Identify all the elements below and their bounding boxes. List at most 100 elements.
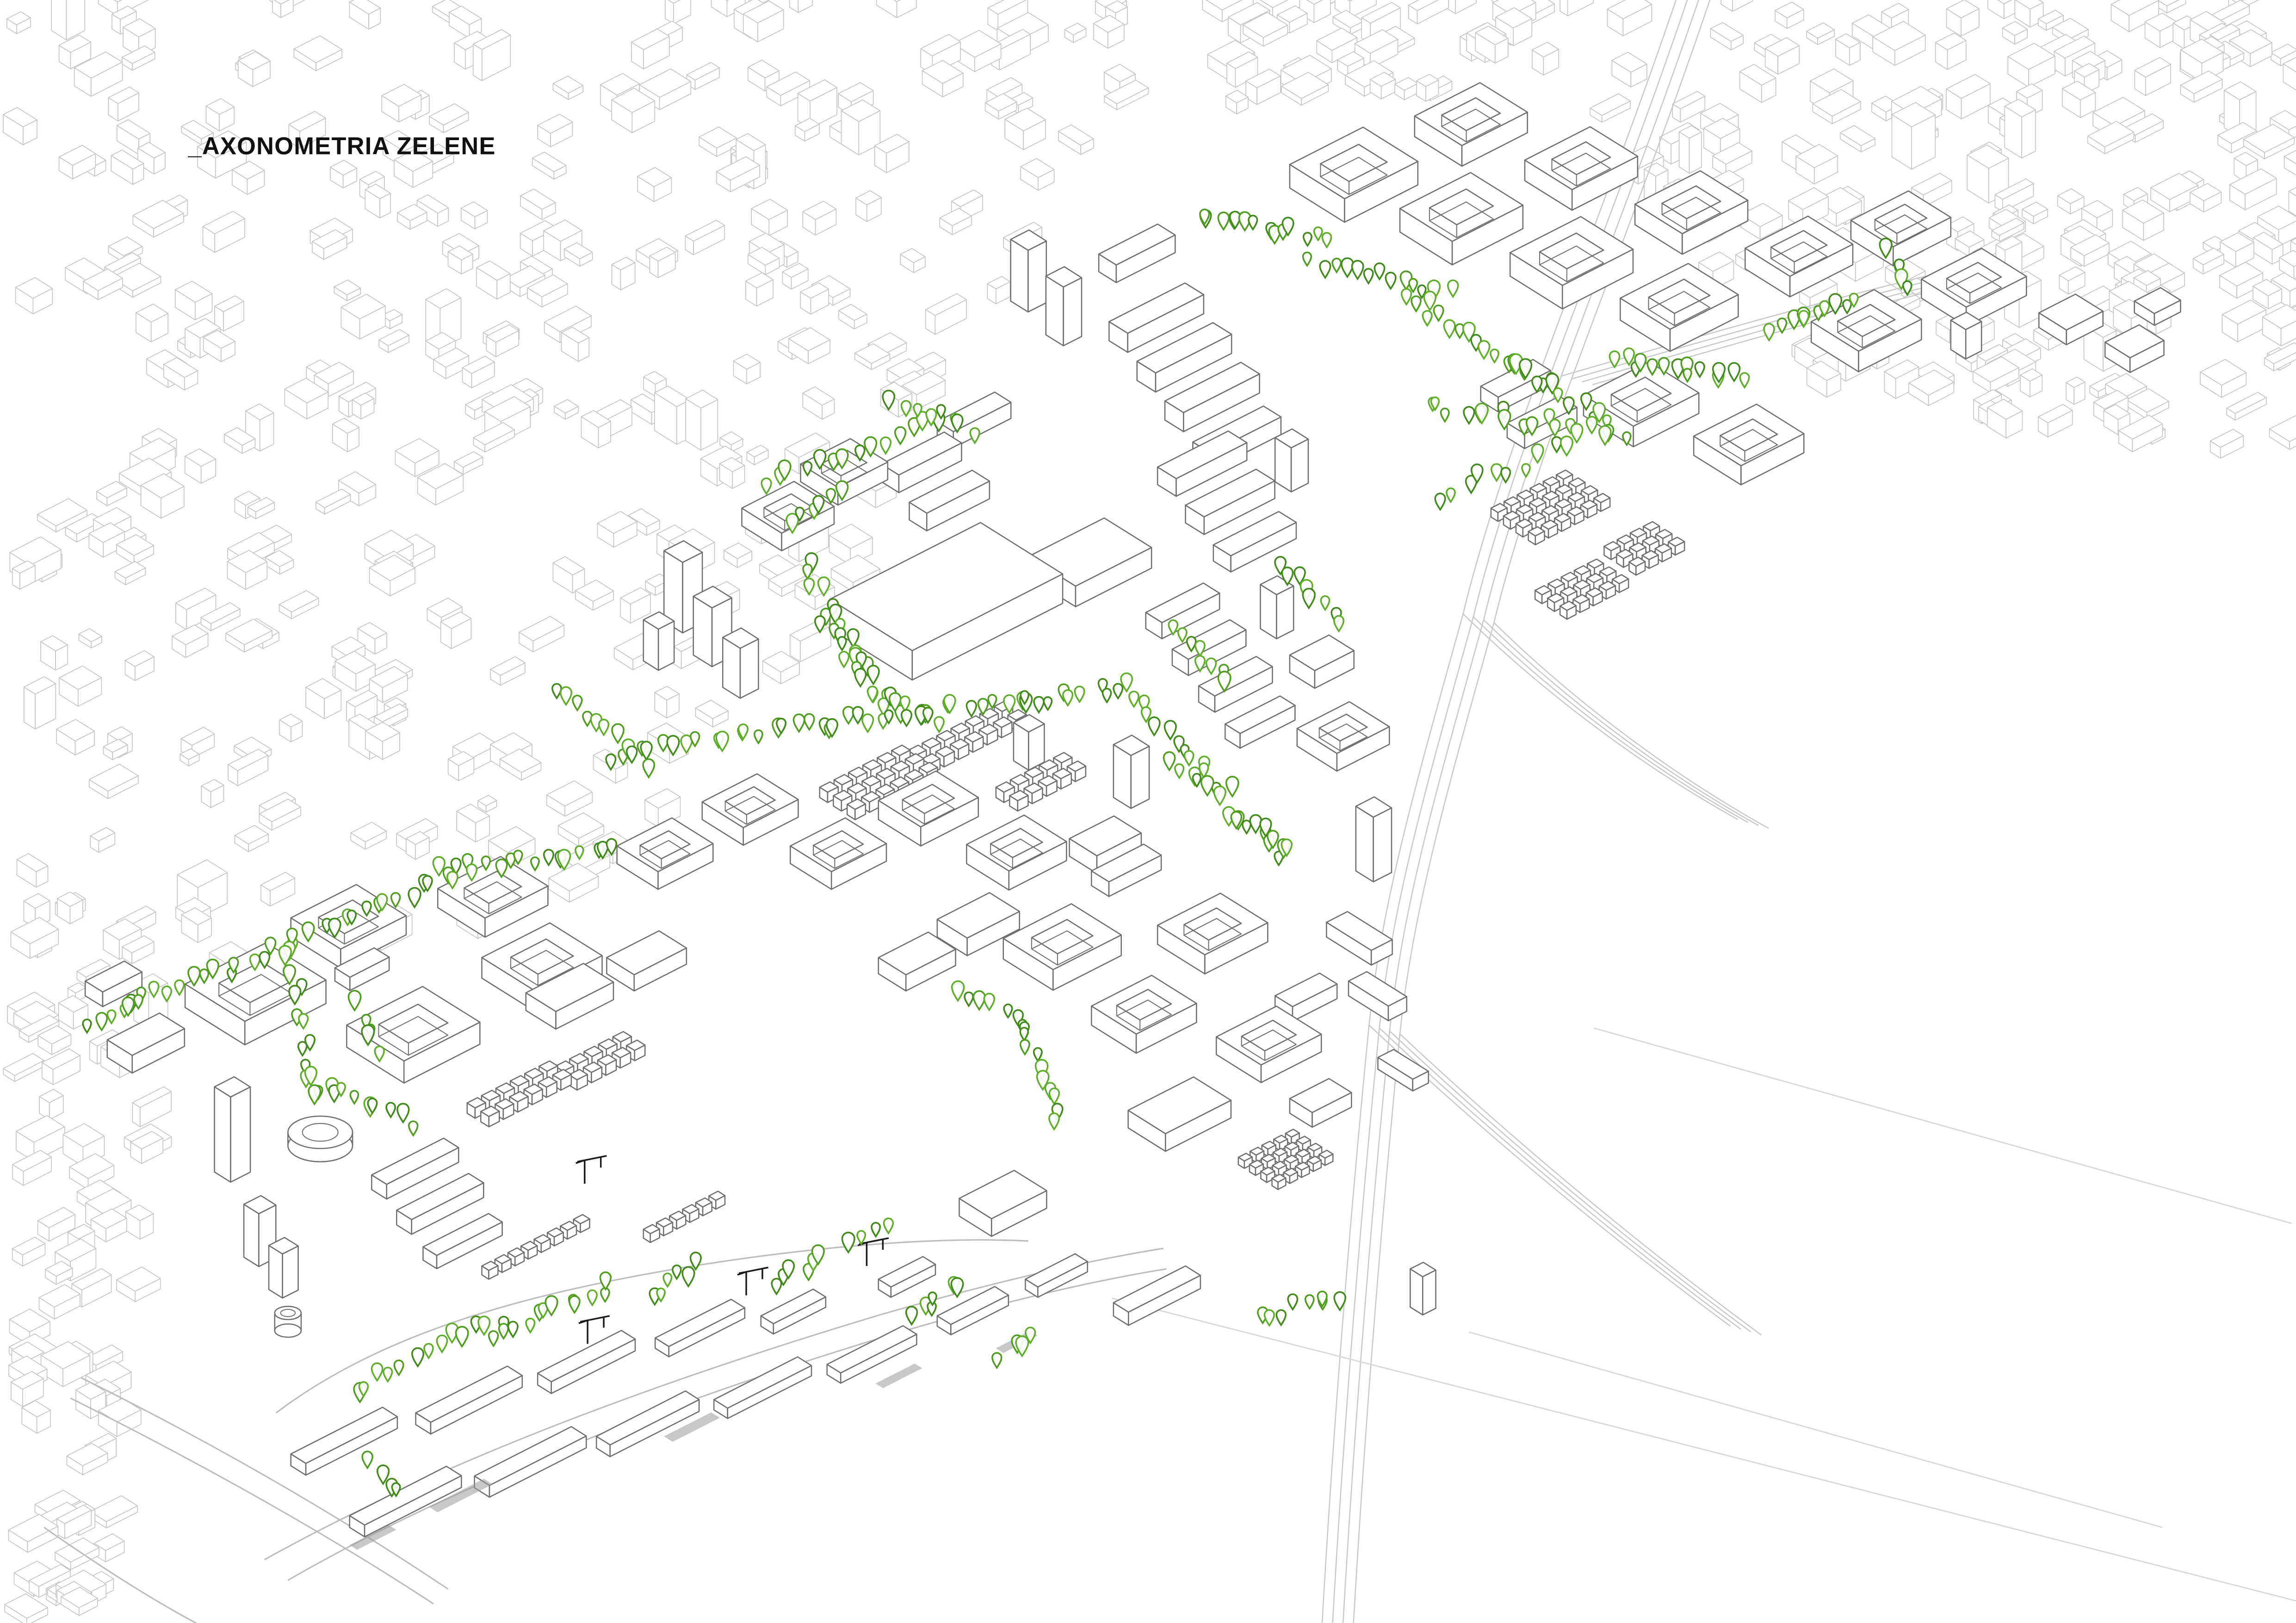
building-face [560,1221,577,1231]
tree-icon [879,436,892,455]
building-face [1410,1261,1436,1277]
building-face [1710,22,1744,42]
slab-building [415,1365,523,1435]
building-face [2229,29,2272,54]
building-face [1281,72,1329,99]
slab-building [474,1426,587,1498]
background-building [838,304,867,330]
building-face [708,1191,726,1201]
building-face [1063,277,1083,346]
tree-row [1128,691,1239,798]
background-building [2253,279,2283,309]
background-building [125,1204,154,1240]
building-face [1064,22,1087,36]
building-face [890,776,910,788]
background-building [1672,91,1706,123]
background-building [108,86,139,122]
background-building [181,120,214,146]
tree-icon [1894,259,1905,276]
slab-building [84,960,143,1007]
tree-icon [842,706,855,725]
building-face [2180,70,2223,94]
building-face [234,825,269,845]
slab-building [1198,656,1273,713]
background-building [340,294,386,340]
building-face [37,1207,76,1228]
background-building [288,111,326,149]
tree-icon [530,856,540,872]
row-house [1283,1167,1299,1184]
background-building [1226,51,1258,88]
building-face [1629,542,1646,553]
building-face [2166,0,2186,14]
building-face [473,422,515,445]
building-face [1839,125,1875,146]
tree-icon [1102,688,1112,704]
building-face [460,201,488,217]
building-face [829,524,873,549]
background-building [338,471,377,506]
building-face [1069,815,1142,857]
background-building [395,438,439,477]
building-face [397,204,427,222]
background-building [406,831,430,860]
tree-icon [298,1013,309,1030]
building-face [466,1097,487,1109]
background-building [447,245,473,275]
tree-icon [877,697,890,717]
building-face [490,732,532,757]
tree-icon [792,713,805,734]
building-face [829,522,1064,651]
slab-building [1185,469,1275,535]
background-building [245,403,274,452]
building-face [227,532,275,559]
tree-icon [1411,295,1422,313]
background-building [23,676,56,730]
courtyard-floor [1031,930,1094,966]
building-face [1136,322,1232,374]
courtyard-block [701,773,799,846]
building-face [874,134,910,154]
building-face [711,0,728,18]
building-face [481,1260,499,1271]
courtyard-floor [1539,245,1604,283]
road-line [43,1527,198,1623]
building-face [1355,796,1392,818]
tree-icon [1694,361,1705,378]
building-face [1542,490,1560,501]
building-face [686,62,720,80]
tree-icon [771,1277,782,1296]
background-building [2229,168,2277,210]
tree-icon [802,563,813,580]
building-face [1908,369,1955,396]
tower [722,627,759,699]
tree-icon [1776,317,1788,334]
building-face [504,265,545,289]
building-face [1528,512,1546,522]
building-face [654,1298,746,1347]
building-face [114,561,146,579]
building-face [265,550,294,567]
tree-icon [481,855,491,871]
building-face [1515,518,1533,529]
tree-icon [715,730,730,753]
tree-icon [174,979,185,996]
background-building [259,798,301,831]
tree-icon [1019,1027,1029,1042]
building-face [23,893,50,909]
row-house [1284,1142,1300,1158]
courtyard-floor [724,796,776,825]
tree-icon [1585,416,1598,435]
building-face [11,1341,45,1361]
background-building [1020,158,1055,191]
building-face [245,403,274,420]
building-face [1642,535,1660,546]
building-face [1764,37,1800,57]
building-face [784,432,830,458]
tree-icon [1658,357,1670,376]
tree-icon [264,937,277,956]
tree-icon [361,1450,373,1469]
building-face [373,704,408,722]
tree-icon [349,1090,359,1105]
